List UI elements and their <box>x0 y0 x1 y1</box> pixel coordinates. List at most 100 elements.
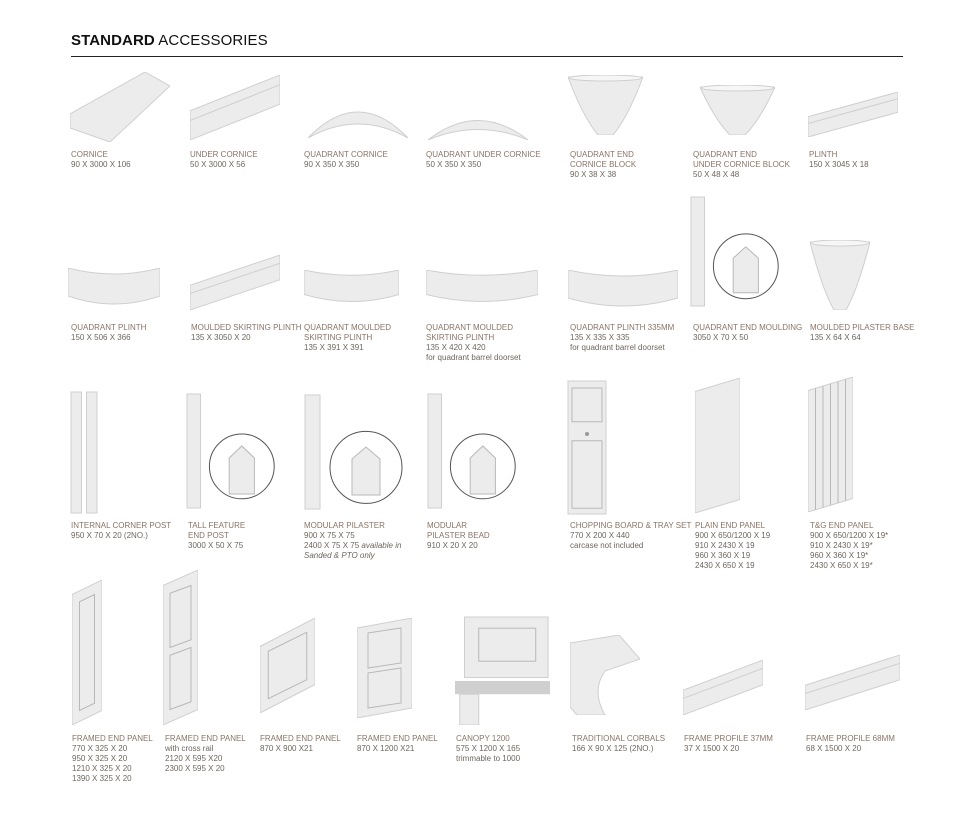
product-name: UNDER CORNICE <box>190 150 258 159</box>
quadrant-plinth-image <box>68 268 160 305</box>
product-detail: 135 X 420 X 420 <box>426 343 486 352</box>
product-name: PLINTH <box>809 150 838 159</box>
product-name: FRAMED END PANEL <box>260 734 341 743</box>
product-name: SKIRTING PLINTH <box>304 333 373 342</box>
product-name: INTERNAL CORNER POST <box>71 521 172 530</box>
product-detail: 150 X 3045 X 18 <box>809 160 869 169</box>
product-detail: 135 X 3050 X 20 <box>191 333 251 342</box>
product-detail: 3000 X 50 X 75 <box>188 541 244 550</box>
frame-profile-image <box>805 655 900 710</box>
product-name: SKIRTING PLINTH <box>426 333 495 342</box>
frame-profile-image <box>683 660 763 715</box>
product-detail: for quadrant barrel doorset <box>570 343 665 352</box>
product-detail: 910 X 20 X 20 <box>427 541 478 550</box>
product-detail: with cross rail <box>165 744 214 753</box>
product-detail: 950 X 325 X 20 <box>72 754 128 763</box>
product-name: TALL FEATURE <box>188 521 246 530</box>
product-detail: 50 X 3000 X 56 <box>190 160 246 169</box>
product-detail: 910 X 2430 X 19 <box>695 541 755 550</box>
product-detail: 870 X 1200 X21 <box>357 744 415 753</box>
product-name: T&G END PANEL <box>810 521 874 530</box>
product-detail: 135 X 64 X 64 <box>810 333 861 342</box>
product-name: UNDER CORNICE BLOCK <box>693 160 790 169</box>
product-detail: 2400 X 75 X 75 available in Sanded & PTO… <box>304 541 402 560</box>
framed-panel-wide-image <box>260 618 315 713</box>
product-detail: 150 X 506 X 366 <box>71 333 131 342</box>
product-detail: 1390 X 325 X 20 <box>72 774 132 783</box>
canopy-image <box>455 616 550 725</box>
product-detail: 900 X 75 X 75 <box>304 531 355 540</box>
product-name: QUADRANT END MOULDING <box>693 323 803 332</box>
under-cornice-image <box>190 75 280 140</box>
product-name: FRAMED END PANEL <box>357 734 438 743</box>
quadrant-skirting-image <box>304 270 399 302</box>
product-name: PLAIN END PANEL <box>695 521 766 530</box>
quadrant-plinth-image <box>568 270 678 307</box>
section-title: STANDARD ACCESSORIES <box>71 32 268 49</box>
product-detail: 90 X 38 X 38 <box>570 170 617 179</box>
product-name: CORNICE <box>71 150 108 159</box>
product-note: available in Sanded & PTO only <box>304 541 402 560</box>
product-detail: 2430 X 650 X 19* <box>810 561 873 570</box>
product-detail: carcase not included <box>570 541 644 550</box>
product-detail: 960 X 360 X 19* <box>810 551 869 560</box>
pilaster-base-image <box>810 240 870 310</box>
framed-end-panel-image <box>72 580 102 725</box>
product-name: QUADRANT UNDER CORNICE <box>426 150 541 159</box>
section-title-rest: ACCESSORIES <box>154 32 268 49</box>
title-divider <box>71 56 903 57</box>
product-detail: 960 X 360 X 19 <box>695 551 751 560</box>
product-detail: 2120 X 595 X20 <box>165 754 223 763</box>
product-name: QUADRANT CORNICE <box>304 150 388 159</box>
product-name: QUADRANT PLINTH <box>71 323 147 332</box>
product-name: FRAMED END PANEL <box>72 734 153 743</box>
product-detail: 90 X 3000 X 106 <box>71 160 131 169</box>
plinth-image <box>808 92 898 137</box>
product-name: MOULDED PILASTER BASE <box>810 323 915 332</box>
product-name: FRAME PROFILE 37MM <box>684 734 773 743</box>
product-name: PILASTER BEAD <box>427 531 490 540</box>
product-name: QUADRANT PLINTH 335MM <box>570 323 675 332</box>
end-moulding-image <box>690 196 779 307</box>
product-detail: 37 X 1500 X 20 <box>684 744 740 753</box>
product-name: FRAMED END PANEL <box>165 734 246 743</box>
product-name: FRAME PROFILE 68MM <box>806 734 895 743</box>
section-title-bold: STANDARD <box>71 32 155 49</box>
quadrant-under-cornice-image <box>428 120 528 140</box>
product-name: END POST <box>188 531 229 540</box>
plain-end-panel-image <box>695 378 740 513</box>
corner-post-image <box>70 391 98 514</box>
product-detail: 910 X 2430 X 19* <box>810 541 873 550</box>
product-name: QUADRANT END <box>570 150 634 159</box>
product-detail: 90 X 350 X 350 <box>304 160 360 169</box>
product-detail: 770 X 325 X 20 <box>72 744 128 753</box>
product-detail: 135 X 391 X 391 <box>304 343 364 352</box>
skirting-plinth-image <box>190 255 280 310</box>
product-detail: 950 X 70 X 20 (2NO.) <box>71 531 148 540</box>
quadrant-skirting-image <box>426 270 538 302</box>
tg-end-panel-image <box>808 377 853 512</box>
product-detail: 3050 X 70 X 50 <box>693 333 749 342</box>
product-name: MOULDED SKIRTING PLINTH <box>191 323 302 332</box>
product-name: QUADRANT END <box>693 150 757 159</box>
product-name: MODULAR PILASTER <box>304 521 385 530</box>
